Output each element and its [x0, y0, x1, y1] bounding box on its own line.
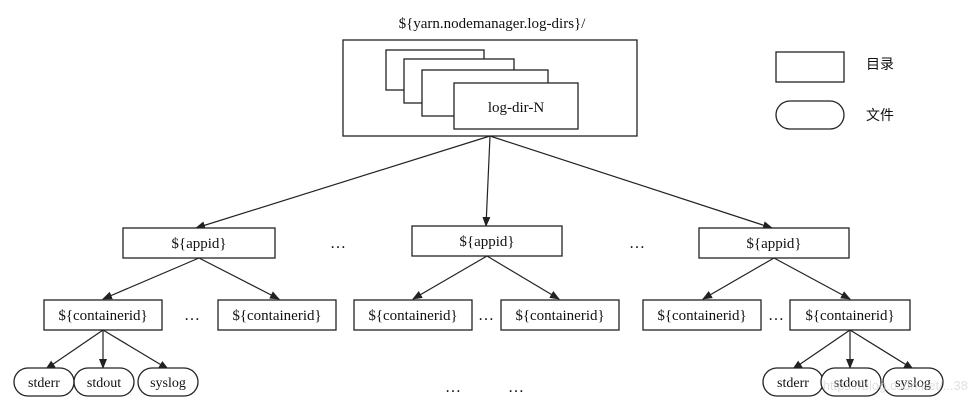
arrow-appid3-container-1: [702, 257, 775, 300]
file-label-stdout-right: stdout: [834, 376, 868, 391]
arrow-root-appid-3: [489, 135, 773, 230]
watermark: https://blog.csdn.net/...38: [823, 378, 968, 393]
arrow-container6-syslog: [849, 329, 914, 370]
ellipsis-container-3: …: [768, 307, 784, 324]
arrow-appid3-container-2: [773, 257, 851, 300]
file-oval-syslog-right: [882, 367, 944, 397]
arrow-appid1-container-1: [102, 257, 200, 300]
legend-directory-label: 目录: [866, 57, 894, 73]
file-oval-stdout-right: [820, 367, 882, 397]
root-title: ${yarn.nodemanager.log-dirs}/: [399, 16, 587, 32]
arrow-appid2-container-2: [486, 255, 560, 300]
containerid-label-6: ${containerid}: [805, 308, 894, 324]
file-label-stdout-left: stdout: [87, 376, 121, 391]
arrow-container1-stderr: [45, 329, 104, 370]
legend-file-swatch: [775, 100, 845, 130]
arrow-appid2-container-1: [412, 255, 488, 300]
file-label-syslog-left: syslog: [150, 376, 186, 391]
file-label-stderr-left: stderr: [28, 376, 60, 391]
arrow-root-appid-2: [482, 135, 491, 227]
ellipsis-appid-2: …: [629, 235, 645, 252]
appid-label-3: ${appid}: [746, 236, 801, 252]
containerid-box-4: [500, 299, 620, 331]
log-dir-n-box: [453, 82, 579, 130]
appid-label-2: ${appid}: [459, 234, 514, 250]
containerid-label-1: ${containerid}: [58, 308, 147, 324]
appid-box-1: [122, 227, 276, 259]
containerid-label-3: ${containerid}: [368, 308, 457, 324]
containerid-label-5: ${containerid}: [657, 308, 746, 324]
legend-directory-swatch: [775, 51, 845, 83]
ellipsis-container-2: …: [478, 307, 494, 324]
file-label-stderr-right: stderr: [777, 376, 809, 391]
containerid-box-2: [217, 299, 337, 331]
file-oval-stdout-left: [73, 367, 135, 397]
file-oval-syslog-left: [137, 367, 199, 397]
ellipsis-bottom-2: …: [508, 379, 524, 396]
legend-file-label: 文件: [866, 108, 894, 124]
ellipsis-bottom-1: …: [445, 379, 461, 396]
arrow-appid1-container-2: [198, 257, 280, 300]
file-label-syslog-right: syslog: [895, 376, 931, 391]
containerid-label-2: ${containerid}: [232, 308, 321, 324]
ellipsis-container-1: …: [184, 307, 200, 324]
appid-label-1: ${appid}: [171, 236, 226, 252]
log-dir-n-label: log-dir-N: [488, 100, 545, 116]
containerid-box-5: [642, 299, 762, 331]
arrow-container6-stderr: [792, 329, 851, 370]
containerid-box-3: [353, 299, 473, 331]
containerid-box-6: [789, 299, 911, 331]
containerid-label-4: ${containerid}: [515, 308, 604, 324]
arrow-container1-syslog: [102, 329, 169, 370]
appid-box-3: [698, 227, 850, 259]
ellipsis-appid-1: …: [330, 235, 346, 252]
arrow-root-appid-1: [195, 135, 491, 230]
